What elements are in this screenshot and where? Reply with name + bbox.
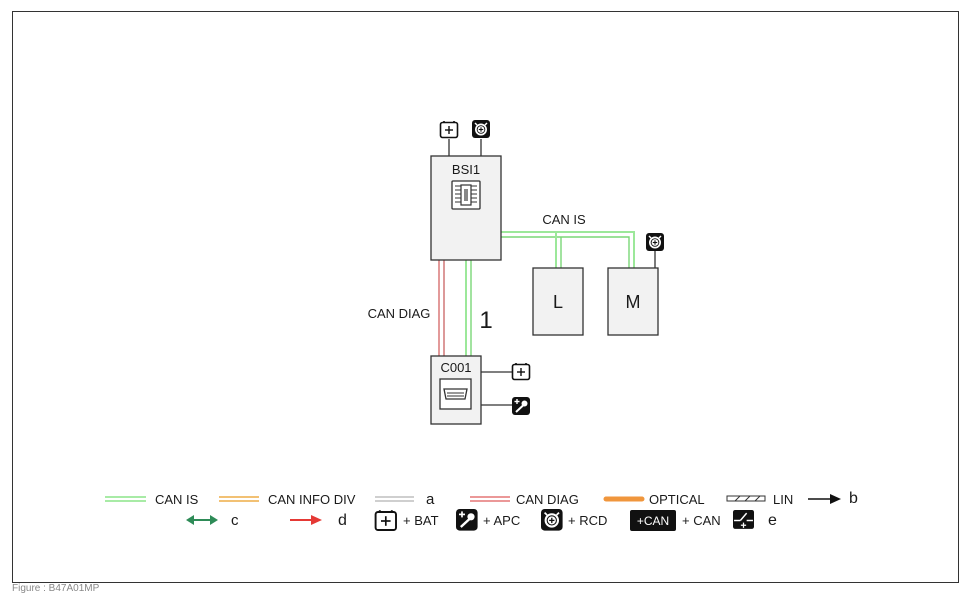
svg-text:+ RCD: + RCD [568,513,607,528]
svg-text:b: b [849,490,858,507]
m-rcd-icon [645,232,665,252]
c001-apc-icon [511,396,531,416]
module-c001-label: C001 [440,360,471,375]
bsi-rcd-icon [471,119,491,139]
svg-text:CAN DIAG: CAN DIAG [516,492,579,507]
svg-text:e: e [768,512,777,529]
svg-text:a: a [426,491,435,508]
legend-arrow: b [808,490,858,507]
diagnostic-socket-icon [439,378,472,410]
module-bsi1[interactable]: BSI1 [430,155,502,261]
module-bsi1-label: BSI1 [452,162,480,177]
legend-bidirectional: c [186,512,239,529]
svg-text:CAN IS: CAN IS [155,492,199,507]
module-m-label: M [626,292,641,312]
legend-can-diag: CAN DIAG [470,492,579,507]
svg-text:c: c [231,512,239,529]
legend-bat: + BAT [374,509,439,531]
svg-text:OPTICAL: OPTICAL [649,492,705,507]
svg-text:CAN INFO DIV: CAN INFO DIV [268,492,356,507]
key-icon [454,507,479,532]
diagram-frame [12,11,959,583]
legend-can: +CAN + CAN [630,510,721,531]
c001-bat-icon [511,362,531,381]
svg-text:+ CAN: + CAN [682,513,721,528]
module-m[interactable]: M [607,267,659,336]
can-is-bus [465,231,635,356]
legend-lin: LIN [726,492,793,507]
ecu-chip-icon [451,180,481,210]
legend-can-info-div: CAN INFO DIV [219,492,356,507]
svg-text:+ BAT: + BAT [403,513,439,528]
legend-apc: + APC [454,507,520,532]
module-l[interactable]: L [532,267,584,336]
svg-text:d: d [338,512,347,529]
svg-text:LIN: LIN [773,492,793,507]
module-l-label: L [553,292,563,312]
legend-optical: OPTICAL [603,492,705,507]
can-diag-label: CAN DIAG [368,306,431,321]
legend-rcd: + RCD [540,508,607,532]
alarm-clock-icon [540,508,564,532]
svg-text:+ APC: + APC [483,513,520,528]
legend-can-is: CAN IS [105,492,199,507]
can-is-label: CAN IS [542,212,586,227]
svg-text:+CAN: +CAN [637,514,669,528]
legend-generic-bus: a [375,491,435,508]
link-number-label: 1 [479,307,492,334]
can-badge-icon [630,510,676,531]
legend-red-arrow: d [290,512,347,529]
figure-caption: Figure : B47A01MP [12,583,100,594]
legend: CAN IS CAN INFO DIV a CAN DIAG OPTICAL L… [105,490,858,532]
battery-icon [374,509,397,531]
module-c001[interactable]: C001 [430,355,482,425]
legend-e: e [732,509,777,530]
bsi-bat-icon [439,120,459,139]
can-diag-bus [438,260,445,356]
switch-icon [732,509,755,530]
